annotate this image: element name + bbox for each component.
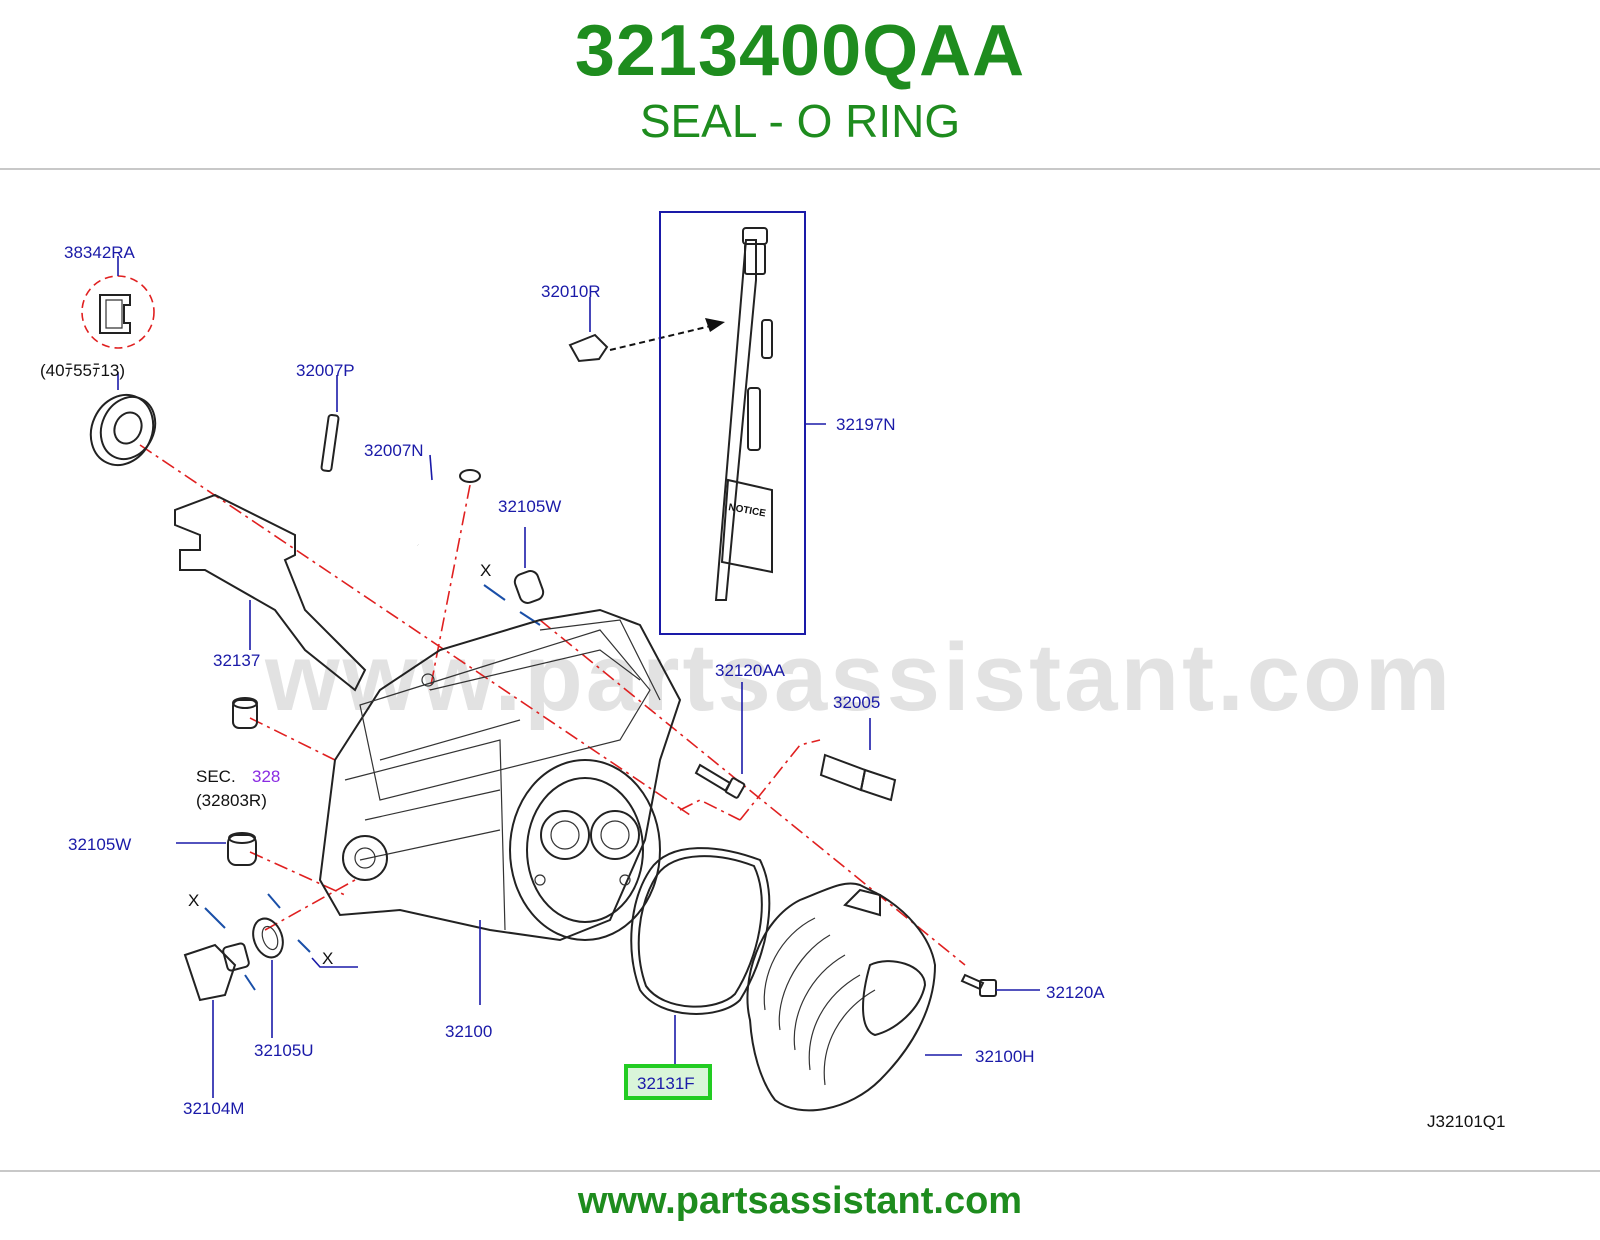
highlight-box-32131f bbox=[624, 1064, 712, 1100]
breather-tube-32007n bbox=[412, 454, 481, 547]
o-ring-32131f bbox=[630, 847, 771, 1066]
bolt-32120aa bbox=[694, 682, 746, 799]
dipstick-kit-32197n: NOTICE bbox=[659, 211, 826, 635]
label-sec-number[interactable]: 328 bbox=[252, 767, 280, 786]
header-divider bbox=[0, 168, 1600, 170]
label-32137[interactable]: 32137 bbox=[213, 651, 260, 670]
label-32010r[interactable]: 32010R bbox=[541, 282, 601, 301]
label-x-left: X bbox=[188, 891, 199, 910]
bushing-sec-328 bbox=[232, 697, 258, 729]
label-32105w-top[interactable]: 32105W bbox=[498, 497, 561, 516]
bushing-32105w-left bbox=[176, 832, 257, 866]
label-32007p[interactable]: 32007P bbox=[296, 361, 355, 380]
assembly-centerlines bbox=[139, 444, 966, 966]
clip-32010r bbox=[568, 297, 725, 363]
transmission-case-32100 bbox=[318, 608, 682, 1005]
page-header: 3213400QAA SEAL - O RING bbox=[0, 0, 1600, 168]
part-description: SEAL - O RING bbox=[639, 95, 961, 147]
footer-site-link[interactable]: www.partsassistant.com bbox=[577, 1180, 1023, 1222]
plate-32137 bbox=[174, 493, 367, 692]
label-x-top: X bbox=[480, 561, 491, 580]
label-32104m[interactable]: 32104M bbox=[183, 1099, 244, 1118]
label-32131f[interactable]: 32131F bbox=[637, 1074, 695, 1093]
bolt-32120a bbox=[960, 973, 1040, 997]
label-32120aa[interactable]: 32120AA bbox=[715, 661, 786, 680]
washer-32105u bbox=[252, 893, 358, 1038]
dowel-pin-32007p bbox=[320, 375, 340, 473]
parts-diagram: www.partsassistant.com bbox=[0, 172, 1600, 1168]
label-sec-prefix: SEC. bbox=[196, 767, 236, 786]
switch-32005 bbox=[819, 718, 897, 802]
part-labels: 38342RA (40ﾃ55ﾃ13) 32007P 32007N 32010R … bbox=[40, 243, 1505, 1131]
label-32100h[interactable]: 32100H bbox=[975, 1047, 1035, 1066]
label-32120a[interactable]: 32120A bbox=[1046, 983, 1105, 1002]
label-x-right: X bbox=[322, 949, 333, 968]
label-32105u[interactable]: 32105U bbox=[254, 1041, 314, 1060]
footer-divider bbox=[0, 1170, 1600, 1172]
part-number-title: 3213400QAA bbox=[574, 11, 1026, 91]
plug-32104m bbox=[183, 907, 256, 1098]
bushing-32105w-top bbox=[483, 527, 545, 626]
housing-cover-32100h bbox=[746, 882, 962, 1112]
exploded-view-drawing: www.partsassistant.com bbox=[40, 211, 1505, 1131]
label-32005[interactable]: 32005 bbox=[833, 693, 880, 712]
oil-seal-detail bbox=[81, 256, 155, 390]
label-sec-ref: (32803R) bbox=[196, 791, 267, 810]
label-32100[interactable]: 32100 bbox=[445, 1022, 492, 1041]
label-32105w-left[interactable]: 32105W bbox=[68, 835, 131, 854]
oil-seal-38342ra bbox=[89, 393, 157, 467]
label-32197n[interactable]: 32197N bbox=[836, 415, 896, 434]
label-32007n[interactable]: 32007N bbox=[364, 441, 424, 460]
diagram-code: J32101Q1 bbox=[1427, 1112, 1505, 1131]
label-38342ra-size: (40ﾃ55ﾃ13) bbox=[40, 361, 125, 380]
label-38342ra[interactable]: 38342RA bbox=[64, 243, 136, 262]
watermark-text: www.partsassistant.com bbox=[264, 624, 1453, 731]
